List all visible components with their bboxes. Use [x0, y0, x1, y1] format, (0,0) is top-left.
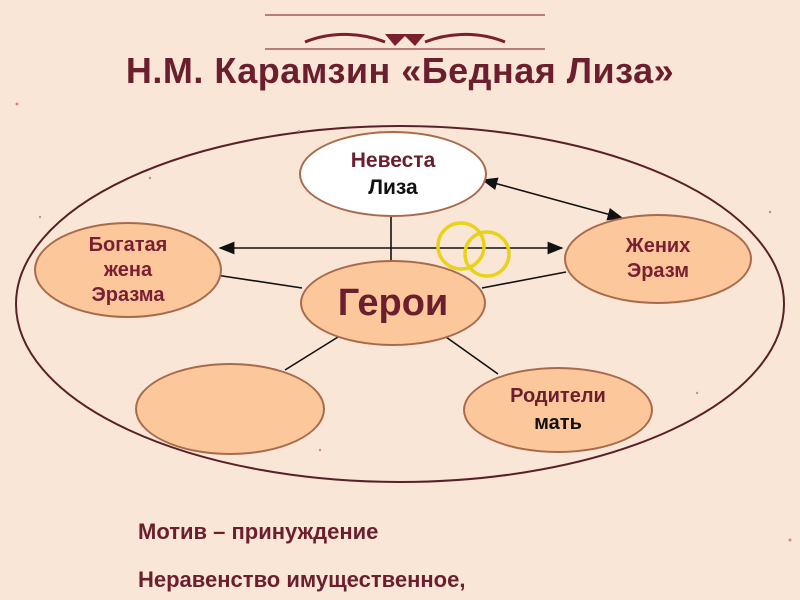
node-empty — [135, 363, 325, 455]
node-parents: Родители мать — [463, 367, 653, 453]
linked-rings-icon — [436, 221, 511, 278]
edge-heroes-empty — [284, 336, 339, 371]
node-parents-line2: мать — [534, 412, 582, 434]
node-groom: Жених Эразм — [564, 214, 752, 304]
node-heroes: Герои — [300, 260, 486, 346]
decorative-dots — [15, 102, 792, 542]
arrow-bride-groom — [481, 177, 624, 221]
edge-heroes-groom — [481, 271, 567, 289]
node-heroes-label: Герои — [337, 281, 449, 324]
inequality-text: Неравенство имущественное, — [138, 567, 466, 592]
node-groom-line2: Эразм — [626, 260, 690, 282]
node-rich-wife: Богатая жена Эразма — [34, 222, 222, 318]
edge-heroes-parents — [445, 336, 499, 375]
node-bride-line1: Невеста — [350, 149, 436, 172]
node-rich-wife-line1: Богатая — [88, 233, 168, 256]
node-groom-line1: Жених — [625, 235, 691, 257]
node-rich-wife-line3: Эразма — [91, 283, 165, 306]
frame-ellipse — [15, 125, 785, 483]
title-ornament — [265, 14, 545, 50]
motif-text: Мотив – принуждение — [138, 519, 379, 544]
node-parents-line1: Родители — [510, 385, 606, 407]
node-bride-line2: Лиза — [368, 176, 418, 199]
node-bride: Невеста Лиза — [299, 131, 487, 217]
edge-heroes-rich-wife — [215, 274, 303, 289]
slide-title: Н.М. Карамзин «Бедная Лиза» — [125, 50, 675, 91]
node-rich-wife-line2: жена — [103, 258, 153, 281]
